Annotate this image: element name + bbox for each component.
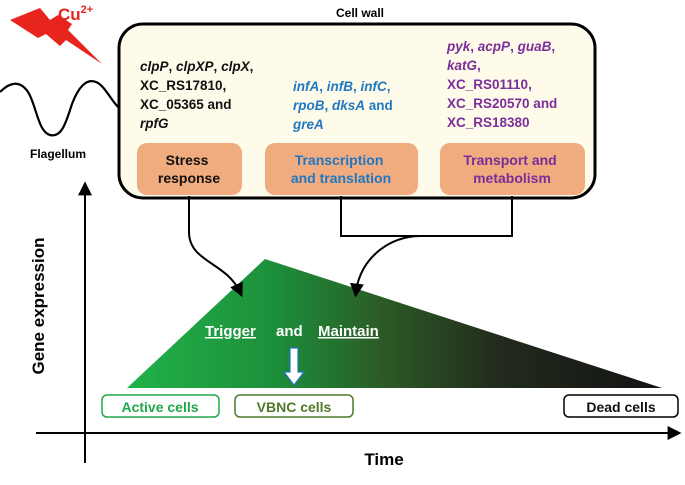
gene-name: ,: [470, 39, 478, 54]
stress-response-label: Stress response: [158, 152, 220, 186]
gene-name: XC_RS18380: [447, 115, 530, 130]
gene-name: ,: [387, 79, 391, 94]
transport-metabolism-box: [440, 143, 585, 195]
active-cells-label: Active cells: [121, 399, 198, 415]
stress-response-box: [137, 143, 242, 195]
gene-name: clpX: [221, 59, 251, 74]
maintain-label: Maintain: [318, 323, 379, 340]
gene-name: and: [365, 98, 393, 113]
gene-name: infB: [327, 79, 353, 94]
gene-name: ,: [319, 79, 327, 94]
gene-name: clpP: [140, 59, 170, 74]
flagellum-label: Flagellum: [30, 147, 86, 161]
cell-wall-label: Cell wall: [336, 6, 384, 20]
maintain-arrow: [350, 235, 421, 298]
and-label: and: [276, 323, 303, 340]
gene-name: greA: [292, 117, 324, 132]
vbnc-cells-label: VBNC cells: [257, 399, 332, 415]
gene-name: infA: [293, 79, 319, 94]
gene-name: XC_RS17810,: [140, 78, 226, 93]
gene-name: ,: [477, 58, 481, 73]
down-arrow-icon: [282, 347, 306, 386]
transcription-translation-label: Transcription and translation: [291, 152, 391, 186]
gene-name: ,: [250, 59, 254, 74]
gene-name: XC_RS20570 and: [447, 96, 557, 111]
gene-name: ,: [551, 39, 555, 54]
transport-metabolism-label: Transport and metabolism: [463, 152, 560, 186]
x-axis-label: Time: [364, 450, 403, 469]
gene-name: pyk: [446, 39, 472, 54]
gene-name: ,: [325, 98, 333, 113]
gene-name: XC_RS01110,: [447, 77, 532, 92]
gene-name: infC: [361, 79, 387, 94]
gene-name: rpfG: [140, 116, 169, 131]
maintain-bracket: [340, 196, 513, 237]
gene-name: ,: [169, 59, 177, 74]
gene-name: rpoB: [293, 98, 325, 113]
transport-gene-list: pyk, acpP, guaB,katG,XC_RS01110,XC_RS205…: [446, 39, 557, 130]
gene-name: ,: [214, 59, 222, 74]
gene-name: ,: [510, 39, 518, 54]
expression-triangle: [127, 259, 662, 388]
trigger-label: Trigger: [205, 323, 256, 340]
gene-name: clpXP: [176, 59, 215, 74]
flagellum: [0, 80, 123, 137]
lightning-bolt-icon: [10, 8, 102, 64]
stress-gene-list: clpP, clpXP, clpX, XC_RS17810, XC_05365 an…: [140, 59, 253, 131]
active-cells-box: [101, 394, 220, 418]
gene-name: ,: [353, 79, 361, 94]
dead-cells-box: [563, 394, 679, 418]
copper-stimulus: Cu2+: [10, 4, 102, 64]
gene-name: dksA: [332, 98, 365, 113]
dead-cells-label: Dead cells: [586, 399, 655, 415]
copper-label: Cu2+: [58, 4, 93, 24]
y-axis-label: Gene expression: [29, 237, 48, 374]
trigger-arrow: [188, 196, 243, 298]
vbnc-cells-box: [234, 394, 354, 418]
gene-name: guaB: [517, 39, 552, 54]
transcription-translation-box: [265, 143, 418, 195]
gene-name: acpP: [478, 39, 511, 54]
gene-name: XC_05365 and: [140, 97, 232, 112]
gene-name: katG: [447, 58, 478, 73]
